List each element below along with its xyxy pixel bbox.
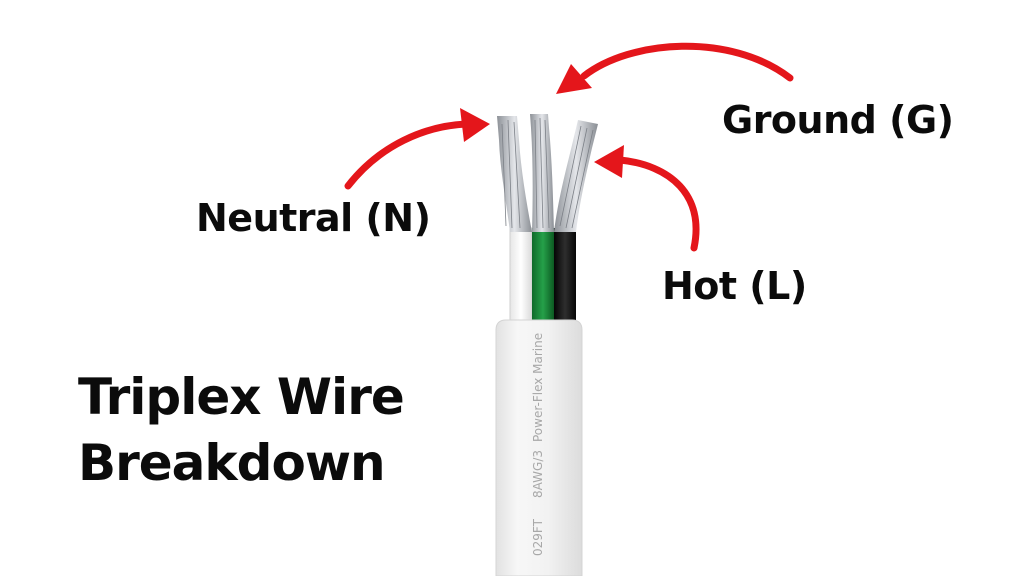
cable-print-length: 029FT: [531, 518, 545, 556]
arrow-head-icon: [460, 108, 490, 142]
hot-wire: [554, 120, 598, 324]
hot-label: Hot (L): [662, 264, 807, 308]
neutral-label: Neutral (N): [196, 196, 431, 240]
title-line-1: Triplex Wire: [78, 368, 405, 426]
triplex-cable: 029FT 8AWG/3 Power-Flex Marine: [495, 114, 598, 576]
ground-wire: [530, 114, 554, 324]
arrow-head-icon: [556, 64, 592, 94]
diagram-title: Triplex Wire Breakdown: [78, 364, 405, 496]
outer-jacket: 029FT 8AWG/3 Power-Flex Marine: [495, 319, 583, 576]
neutral-wire: [497, 116, 533, 325]
arrow-hot: [594, 145, 700, 252]
cable-print-brand: Power-Flex Marine: [531, 333, 545, 442]
cable-print-gauge: 8AWG/3: [531, 450, 545, 498]
arrow-head-icon: [594, 145, 624, 178]
arrow-neutral: [344, 108, 490, 190]
title-line-2: Breakdown: [78, 434, 386, 492]
arrow-ground: [556, 42, 794, 94]
ground-label: Ground (G): [722, 98, 954, 142]
